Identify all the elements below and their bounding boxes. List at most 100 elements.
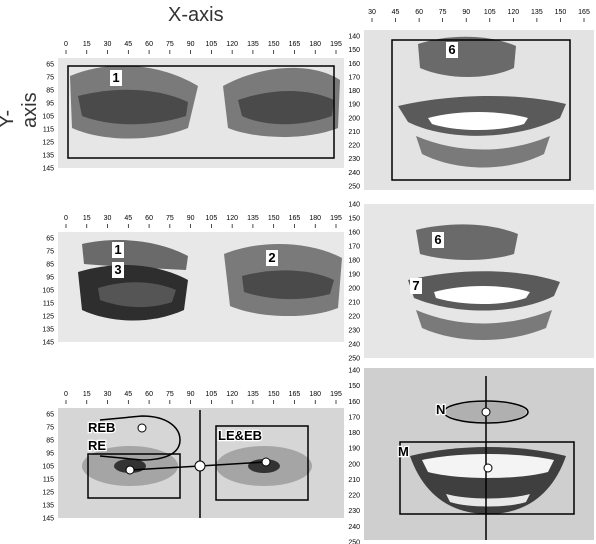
x-tick-label: 60 [145, 215, 153, 222]
region-label: M [398, 444, 409, 459]
y-tick-label: 240 [348, 342, 360, 349]
y-tick-label: 210 [348, 477, 360, 484]
region-label: 6 [434, 232, 441, 247]
x-tick-label: 45 [124, 215, 132, 222]
region-label: LE&EB [218, 428, 262, 443]
y-tick-label: 125 [42, 314, 54, 321]
x-tick-label: 0 [64, 391, 68, 398]
y-tick-label: 220 [348, 314, 360, 321]
x-tick-label: 135 [247, 215, 259, 222]
x-tick-label: 30 [104, 215, 112, 222]
y-axis-ticks: 140150160170180190200210220230240250 [348, 34, 360, 191]
x-tick-label: 60 [145, 41, 153, 48]
x-tick-label: 60 [145, 391, 153, 398]
x-tick-label: 165 [289, 391, 301, 398]
x-tick-label: 45 [124, 41, 132, 48]
x-axis-ticks: 0153045607590105120135150165180195 [64, 215, 342, 228]
y-tick-label: 200 [348, 115, 360, 122]
x-tick-label: 150 [268, 215, 280, 222]
eyebrow-center-point [138, 424, 146, 432]
y-tick-label: 190 [348, 272, 360, 279]
x-tick-label: 45 [392, 9, 400, 16]
y-tick-label: 240 [348, 170, 360, 177]
x-tick-label: 90 [187, 41, 195, 48]
right-eye-center-point [126, 466, 134, 474]
y-tick-label: 115 [43, 301, 54, 308]
x-tick-label: 120 [226, 391, 238, 398]
y-tick-label: 150 [348, 383, 360, 390]
nose-center-point [482, 408, 490, 416]
y-tick-label: 220 [348, 493, 360, 500]
y-tick-label: 170 [348, 74, 360, 81]
x-tick-label: 30 [104, 391, 112, 398]
x-tick-label: 90 [187, 391, 195, 398]
region-label: REB [88, 420, 115, 435]
y-tick-label: 150 [348, 216, 360, 223]
x-tick-label: 45 [124, 391, 132, 398]
y-tick-label: 200 [348, 286, 360, 293]
y-tick-label: 230 [348, 156, 360, 163]
x-tick-label: 75 [166, 215, 174, 222]
y-tick-label: 180 [348, 258, 360, 265]
mid-point [195, 461, 205, 471]
y-tick-label: 180 [348, 88, 360, 95]
eye-panel-1: 0153045607590105120135150165180195 65758… [38, 36, 350, 176]
x-tick-label: 150 [268, 41, 280, 48]
region-label: 3 [114, 262, 121, 277]
y-tick-label: 95 [46, 275, 54, 282]
y-tick-label: 170 [348, 414, 360, 421]
y-tick-label: 160 [348, 230, 360, 237]
y-tick-label: 65 [46, 412, 54, 419]
x-tick-label: 75 [166, 391, 174, 398]
y-tick-label: 75 [46, 425, 54, 432]
y-tick-label: 85 [46, 262, 54, 269]
y-tick-label: 190 [348, 102, 360, 109]
x-tick-label: 135 [247, 391, 259, 398]
y-tick-label: 95 [46, 101, 54, 108]
x-tick-label: 90 [462, 9, 470, 16]
y-tick-label: 160 [348, 399, 360, 406]
x-tick-label: 165 [578, 9, 590, 16]
y-tick-label: 125 [42, 140, 54, 147]
y-tick-label: 250 [348, 184, 360, 191]
x-tick-label: 135 [247, 41, 259, 48]
y-tick-label: 220 [348, 143, 360, 150]
x-tick-label: 30 [104, 41, 112, 48]
x-tick-label: 135 [531, 9, 543, 16]
y-tick-label: 200 [348, 461, 360, 468]
region-label: N [436, 402, 445, 417]
x-tick-label: 105 [484, 9, 496, 16]
x-tick-label: 15 [83, 215, 91, 222]
x-axis-title: X-axis [168, 4, 224, 27]
y-tick-label: 75 [46, 249, 54, 256]
y-tick-label: 160 [348, 61, 360, 68]
left-eye-core [238, 91, 334, 124]
x-axis-ticks: 3045607590105120135150165 [368, 9, 590, 22]
y-tick-label: 210 [348, 129, 360, 136]
region-label: 6 [448, 42, 455, 57]
y-tick-label: 105 [42, 464, 54, 471]
x-tick-label: 165 [289, 215, 301, 222]
x-tick-label: 150 [555, 9, 567, 16]
y-tick-label: 230 [348, 328, 360, 335]
y-axis-ticks: 140150160170180190200210220230240250 [348, 368, 360, 544]
y-tick-label: 140 [348, 368, 360, 375]
x-tick-label: 165 [289, 41, 301, 48]
x-tick-label: 150 [268, 391, 280, 398]
y-tick-label: 145 [42, 166, 54, 173]
x-tick-label: 30 [368, 9, 376, 16]
x-tick-label: 60 [415, 9, 423, 16]
x-tick-label: 180 [309, 41, 321, 48]
mouth-panel-2: 140150160170180190200210220230240250 6 7 [338, 196, 596, 362]
x-tick-label: 105 [206, 391, 218, 398]
region-label: RE [88, 438, 106, 453]
y-tick-label: 240 [348, 524, 360, 531]
y-tick-label: 145 [42, 340, 54, 347]
